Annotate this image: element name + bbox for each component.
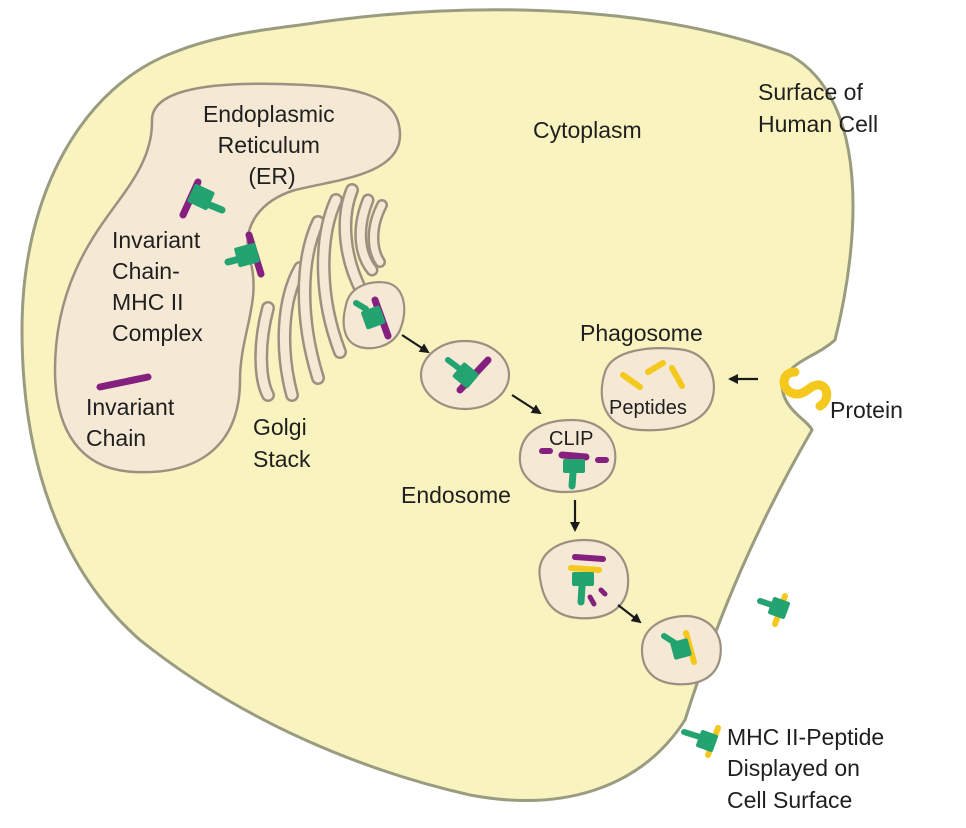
peptides-label: Peptides: [609, 397, 687, 419]
arrow-golgi-to-transport: [401, 334, 430, 354]
endosome-label: Endosome: [401, 482, 511, 508]
clip-label: CLIP: [549, 428, 593, 450]
arrow-transport-to-endosome: [511, 394, 542, 415]
transport-vesicle-complex: [445, 356, 492, 394]
displayed-label: MHC II-Peptide Displayed on Cell Surface: [727, 724, 891, 813]
loading-vesicle-complex: [568, 554, 608, 607]
golgi-stack: [254, 183, 388, 402]
protein-label: Protein: [830, 397, 903, 423]
surface-mhc-peptide-1: [757, 593, 790, 627]
free-invariant-chain: [96, 373, 152, 391]
er-complex-1: [179, 178, 226, 219]
er-label: Endoplasmic Reticulum (ER): [203, 101, 341, 189]
exocytic-vesicle-complex: [661, 630, 697, 665]
pathway-arrows: [401, 334, 758, 624]
cytoplasm-label: Cytoplasm: [533, 117, 642, 143]
arrow-loading-to-exocytic: [617, 604, 642, 624]
invariant-chain-label: Invariant Chain: [86, 394, 181, 451]
phagosome: [600, 347, 715, 432]
phagosome-peptides: [620, 360, 685, 390]
golgi-label: Golgi Stack: [253, 414, 313, 472]
complex-label: Invariant Chain- MHC II Complex: [112, 227, 207, 346]
surface-mhc-peptide-2: [681, 725, 721, 758]
surface-label: Surface of Human Cell: [758, 79, 878, 137]
er-complex-2: [224, 231, 265, 278]
protein-icon: [779, 367, 832, 411]
golgi-vesicle-complex: [353, 296, 392, 340]
endosome-clip-complex: [539, 448, 609, 490]
phagosome-label: Phagosome: [580, 320, 703, 346]
